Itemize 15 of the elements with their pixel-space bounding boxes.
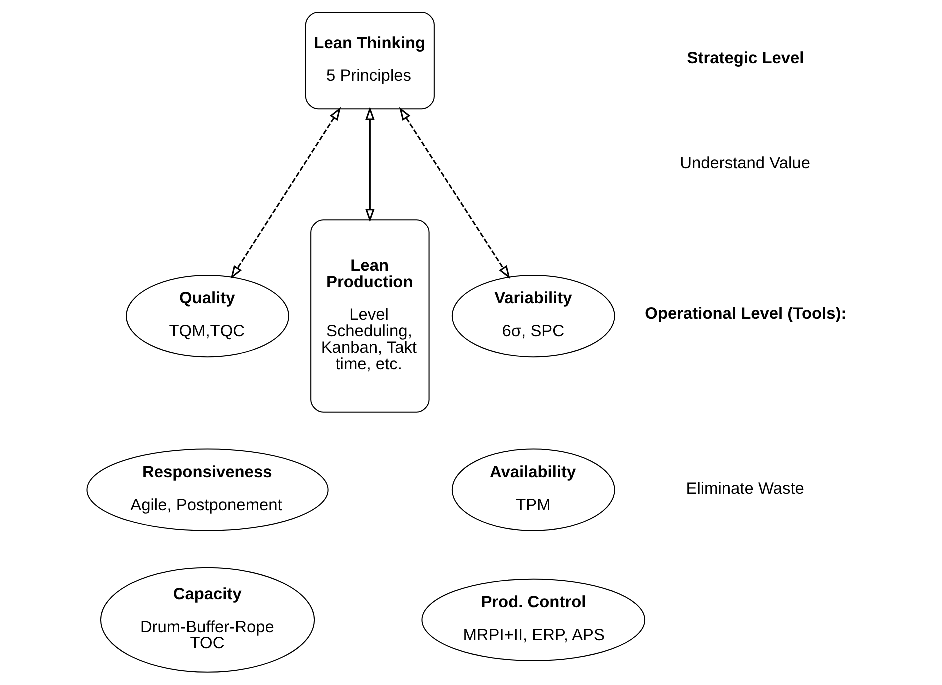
node-ellipse: Availability TPM bbox=[451, 448, 615, 532]
node-box: Lean Production Level Scheduling, Kanban, Takt time, etc. bbox=[310, 220, 430, 413]
label: Strategic Level bbox=[686, 50, 804, 68]
arrow bbox=[398, 107, 510, 280]
node-ellipse: Capacity Drum-Buffer-Rope TOC bbox=[100, 567, 315, 673]
label: Understand Value bbox=[680, 154, 810, 173]
node-ellipse: Quality TQM,TQC bbox=[126, 274, 289, 358]
node-ellipse: Prod. Control MRPI+II, ERP, APS bbox=[421, 578, 646, 662]
node-ellipse: Variability 6σ, SPC bbox=[451, 274, 615, 358]
label: Operational Level (Tools): bbox=[644, 305, 846, 324]
label: Eliminate Waste bbox=[686, 480, 804, 498]
node-ellipse: Responsiveness Agile, Postponement bbox=[86, 448, 328, 532]
arrow bbox=[230, 107, 341, 280]
node-box: Lean Thinking 5 Principles bbox=[304, 12, 434, 110]
arrow bbox=[365, 106, 374, 222]
